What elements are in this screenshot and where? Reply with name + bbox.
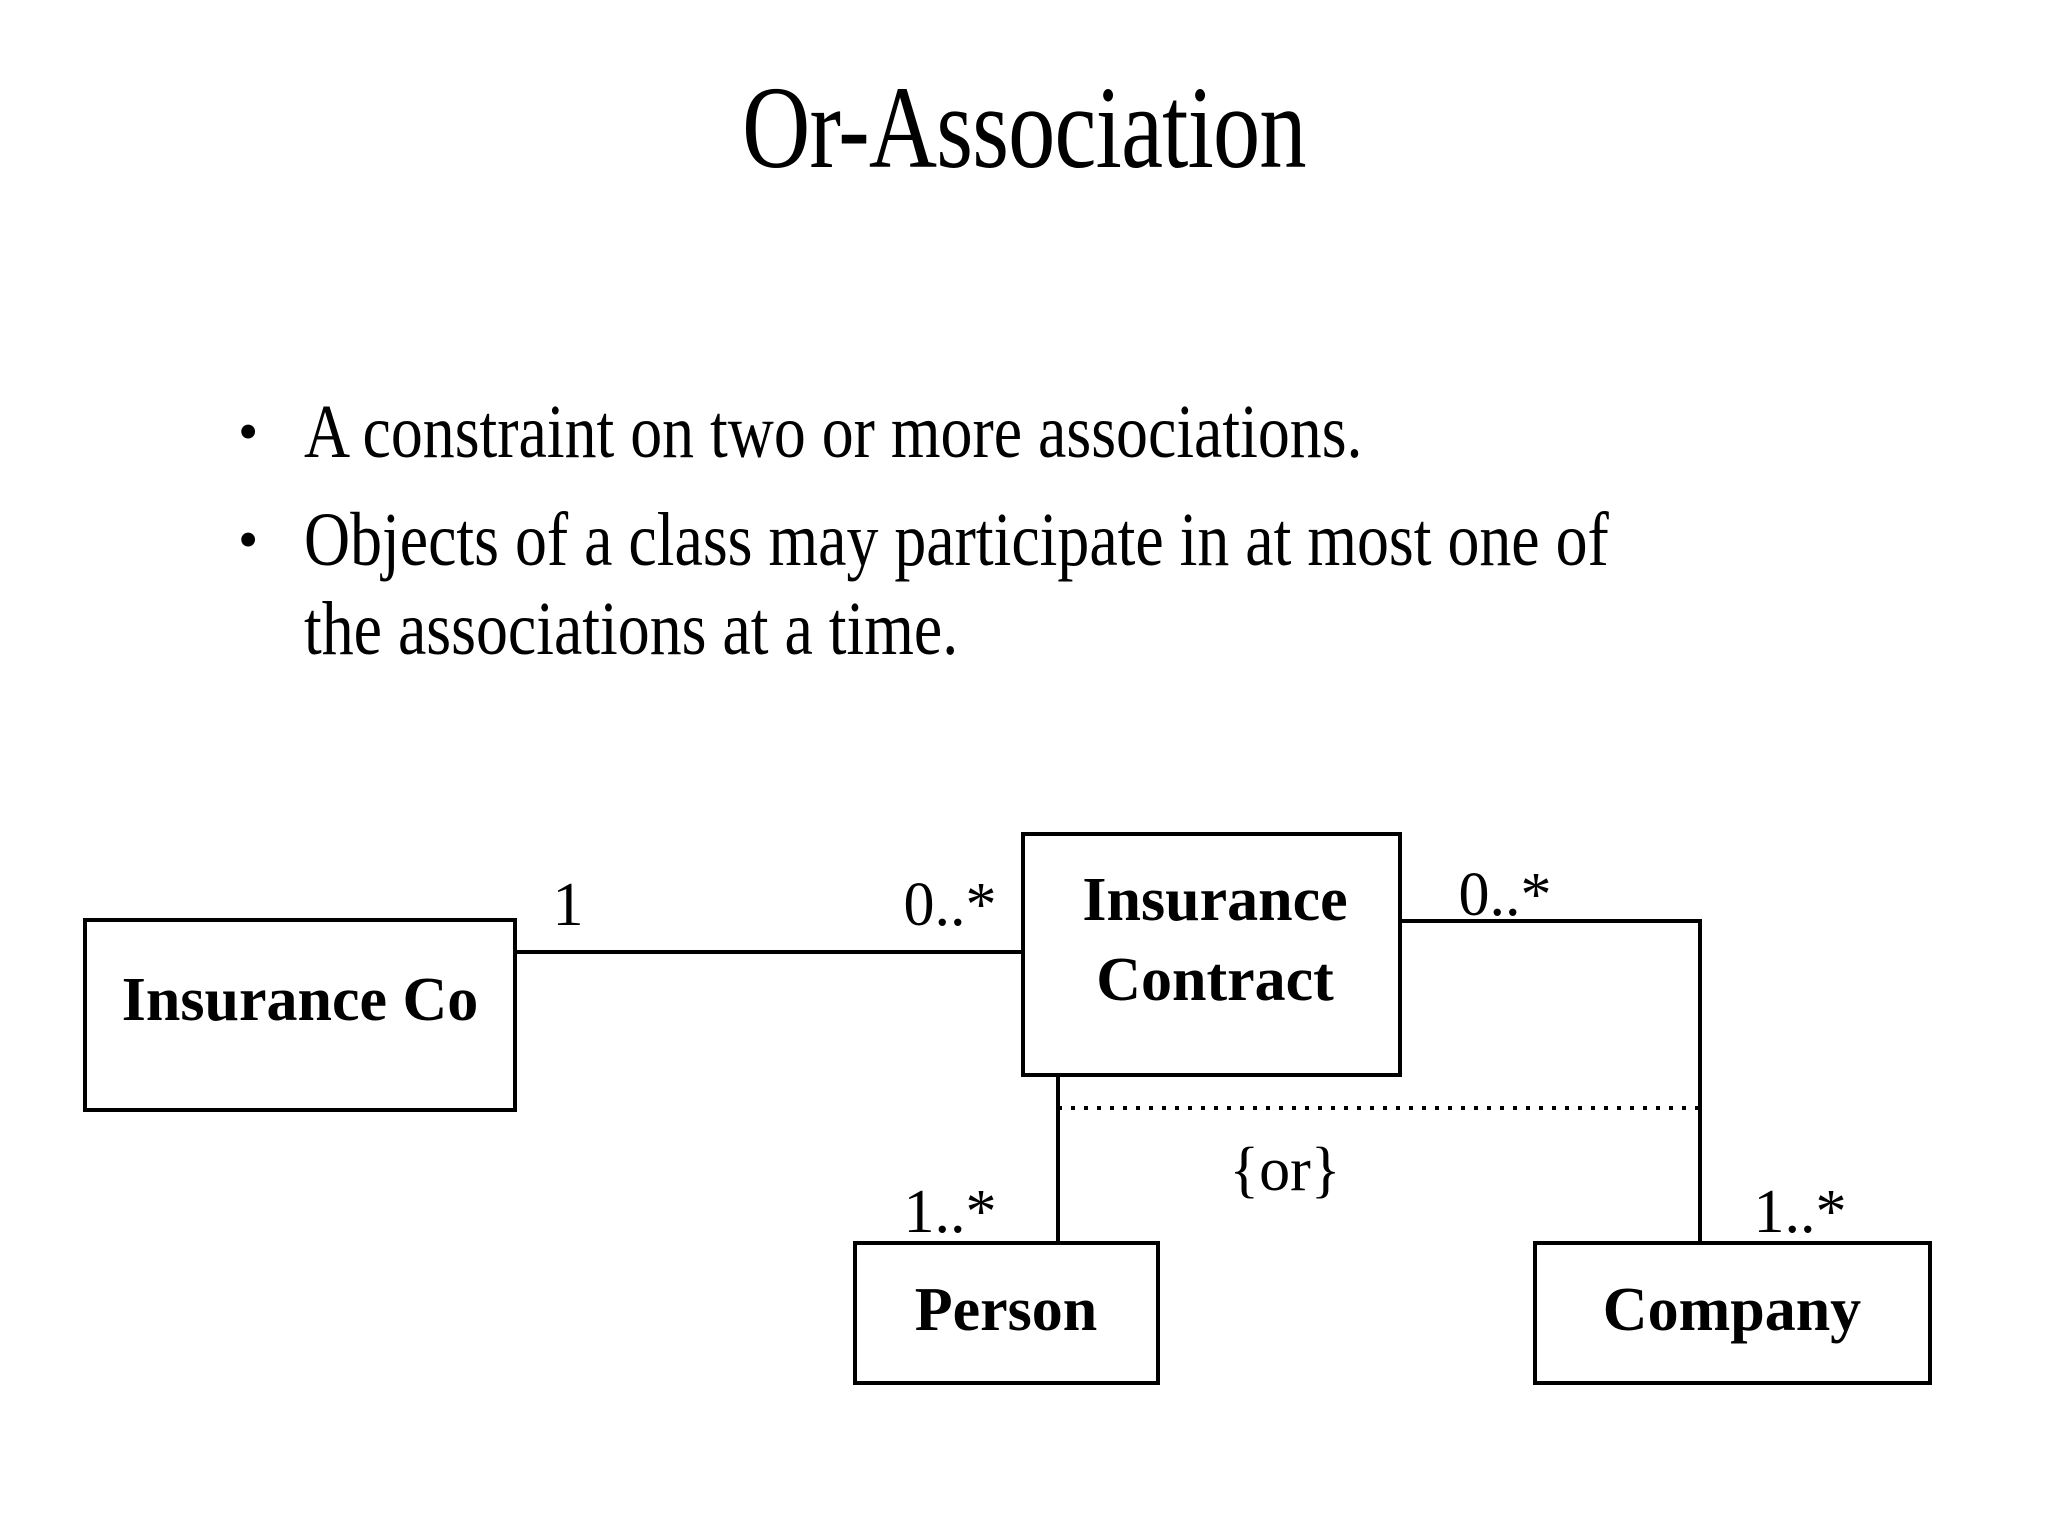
class-box-insurance-contract — [1021, 832, 1402, 1077]
class-name-company: Company — [1603, 1276, 1861, 1344]
multiplicity-person-end: 1..* — [904, 1178, 997, 1246]
multiplicity-contract-left-end: 0..* — [904, 871, 997, 939]
multiplicity-company-end: 1..* — [1754, 1178, 1847, 1246]
class-name-insurance-contract-line1: Insurance — [1082, 866, 1347, 934]
multiplicity-contract-right-end: 0..* — [1459, 861, 1552, 929]
class-name-person: Person — [915, 1276, 1098, 1344]
class-box-company — [1533, 1241, 1932, 1385]
or-constraint-label: {or} — [1229, 1136, 1340, 1204]
page-title: Or-Association — [742, 62, 1306, 193]
association-contract-company — [1400, 919, 1702, 1243]
bullet-text-2: Objects of a class may participate in at… — [304, 497, 1609, 672]
bullet-text-1: A constraint on two or more associations… — [304, 390, 1363, 474]
bullet-list: • A constraint on two or more associatio… — [238, 388, 1858, 693]
bullet-marker-icon: • — [238, 506, 259, 572]
multiplicity-insurance-co-end: 1 — [553, 871, 584, 939]
bullet-item-1: • A constraint on two or more associatio… — [238, 388, 1858, 478]
bullet-item-2: • Objects of a class may participate in … — [238, 496, 1858, 675]
class-box-insurance-co — [83, 918, 517, 1112]
class-name-insurance-contract-line2: Contract — [1096, 946, 1334, 1014]
class-name-insurance-co: Insurance Co — [122, 966, 479, 1034]
class-box-person — [853, 1241, 1160, 1385]
bullet-marker-icon: • — [238, 399, 259, 464]
